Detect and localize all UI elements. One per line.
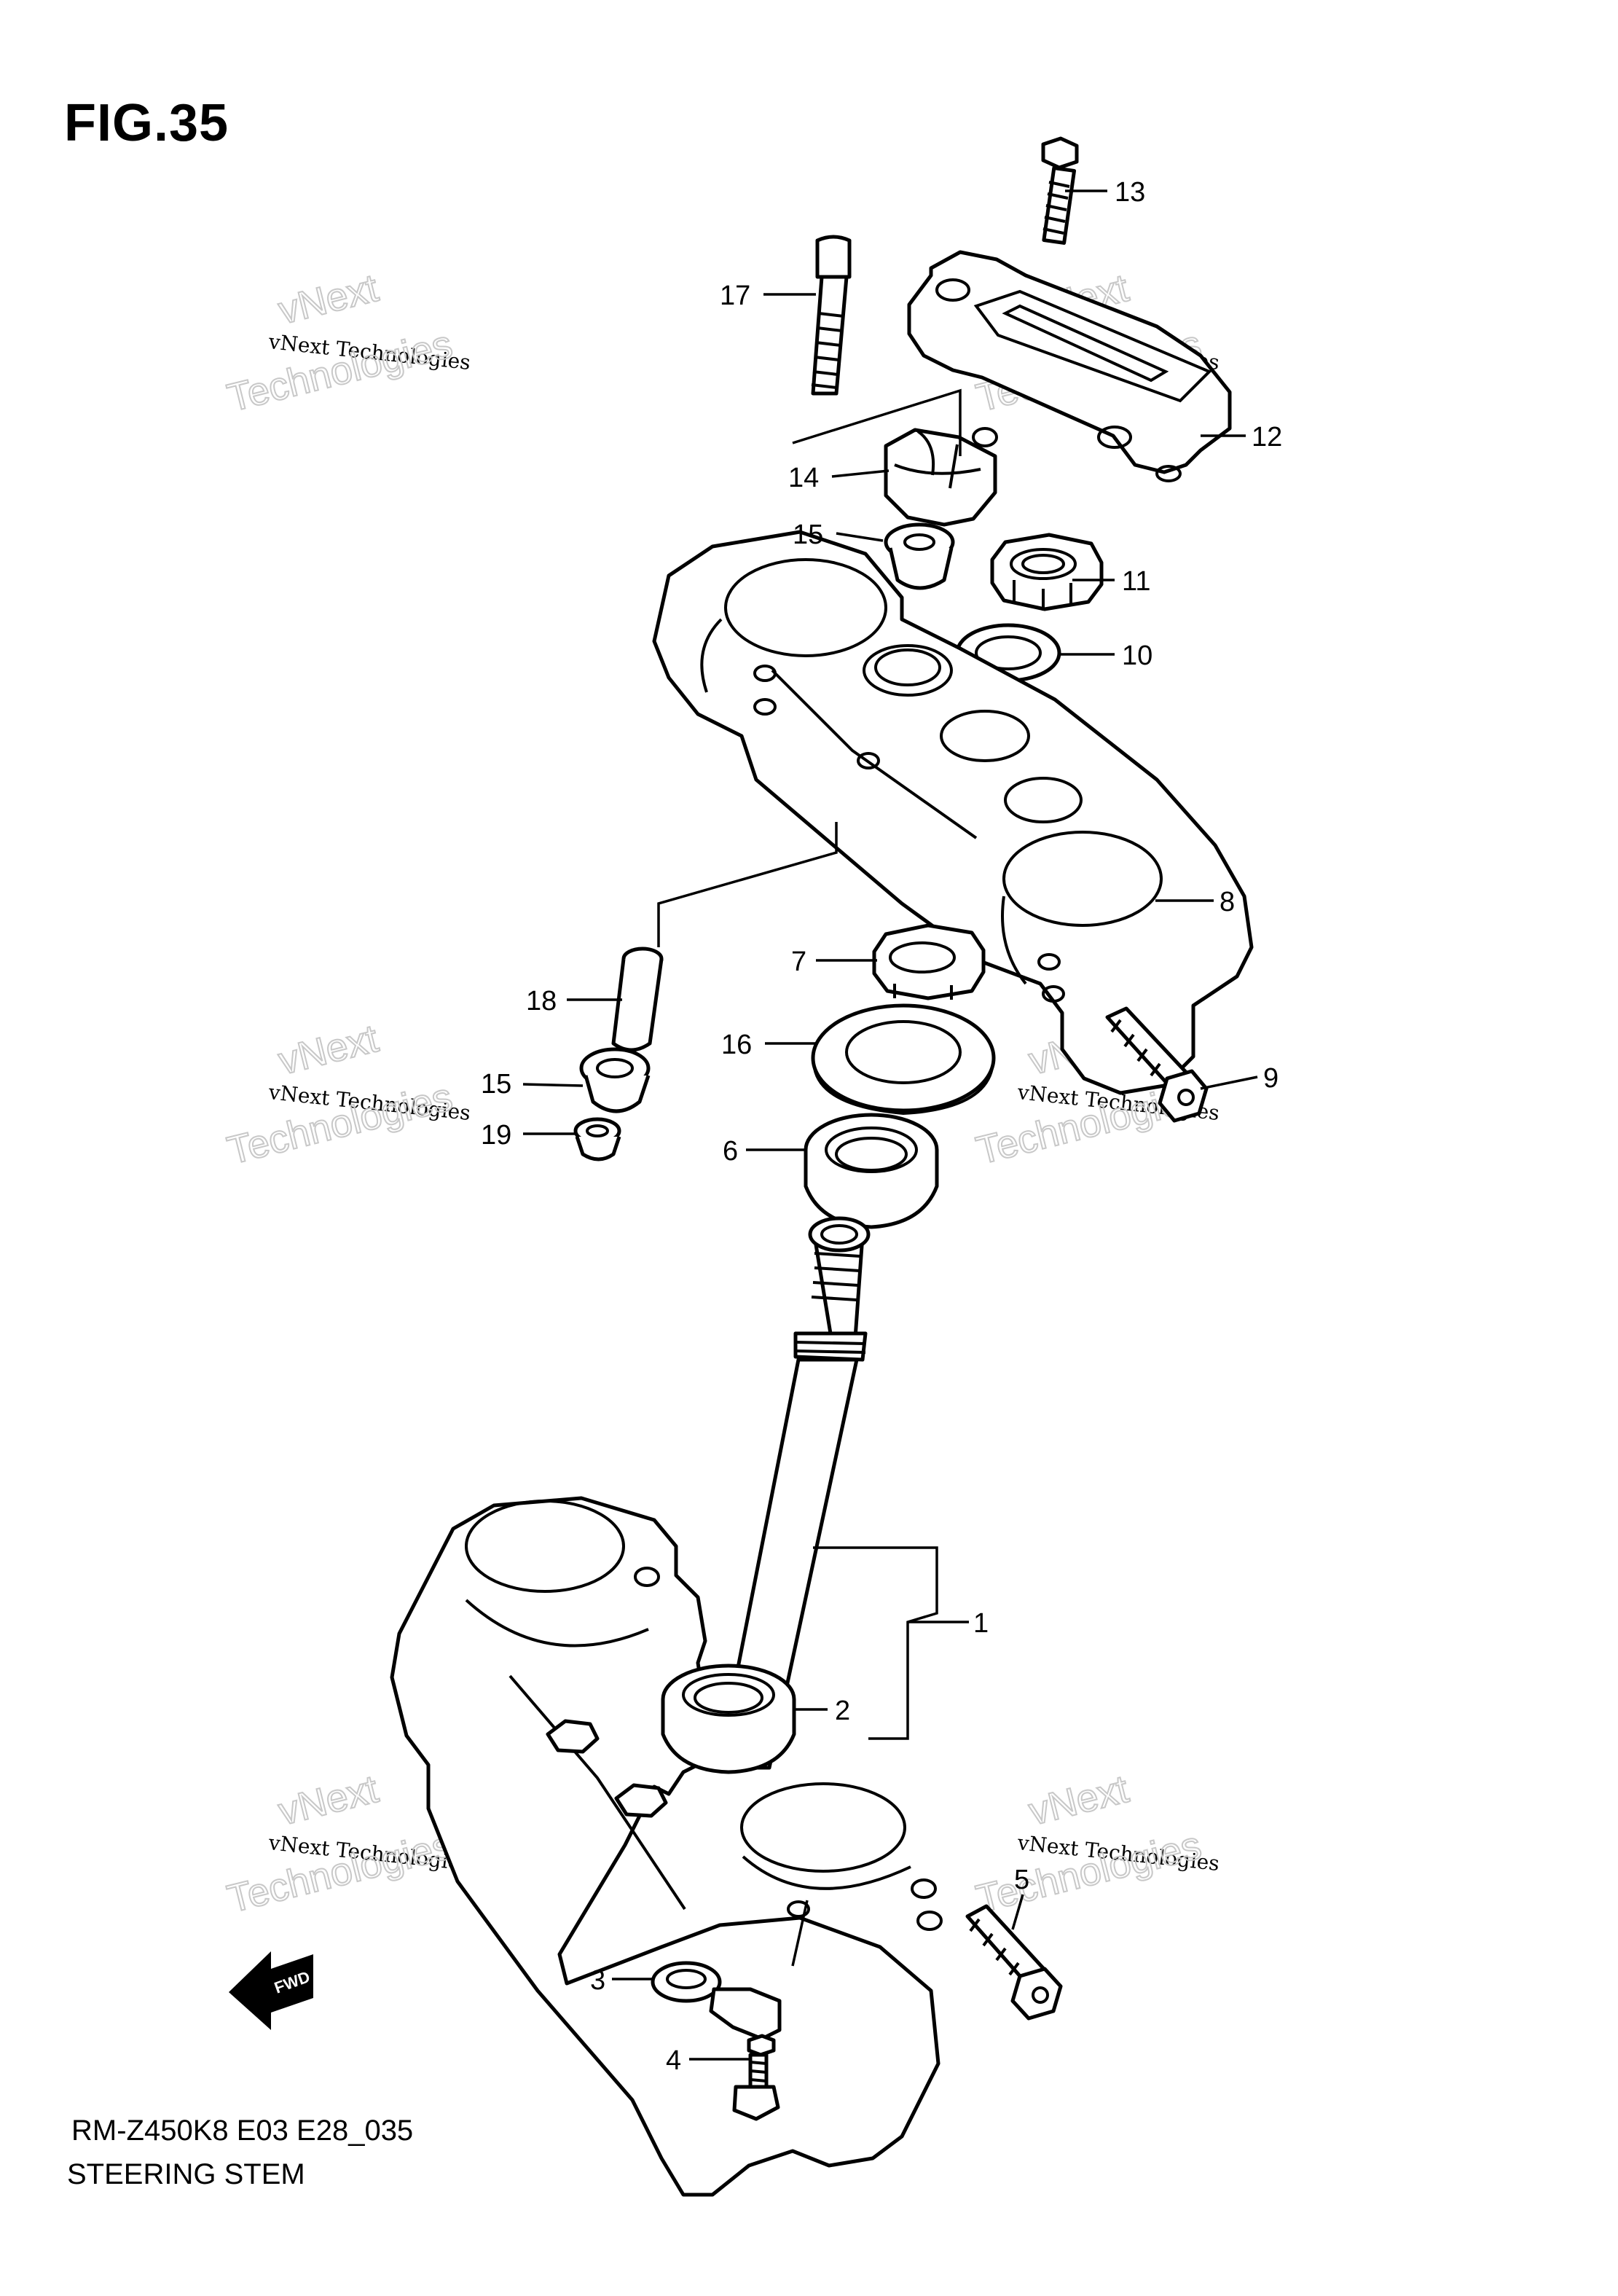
fwd-direction-badge: FWD: [229, 1951, 313, 2030]
watermark-mid-left: vNext vNext Technologies Technologies: [222, 1016, 471, 1174]
leader-lines: [522, 189, 1258, 2061]
callout-15-lower: 15: [481, 1069, 511, 1100]
callout-9: 9: [1263, 1063, 1279, 1094]
watermark-top-left: vNext vNext Technologies Technologies: [222, 265, 471, 421]
callout-19: 19: [481, 1120, 511, 1151]
part-17-assembly-line: [792, 388, 962, 456]
callout-12: 12: [1252, 422, 1282, 452]
callout-6: 6: [723, 1136, 738, 1167]
callout-14: 14: [788, 463, 819, 493]
part-19-collar-washer: [573, 1117, 621, 1161]
part-11-stem-nut: [990, 533, 1104, 611]
callout-15-upper: 15: [793, 520, 823, 550]
callout-16: 16: [721, 1030, 752, 1060]
callout-4: 4: [666, 2045, 681, 2076]
part-9-bolt: [1105, 1006, 1209, 1123]
callout-labels: 13 17 12 14 15 11 10 8 7 18 16 9 15 19 6…: [481, 177, 1282, 2076]
figure-name: STEERING STEM: [67, 2158, 305, 2190]
callout-8: 8: [1220, 887, 1235, 917]
figure-model-code: RM-Z450K8 E03 E28_035: [71, 2115, 414, 2147]
callout-5: 5: [1014, 1865, 1029, 1895]
part-2-bearing-lower: [661, 1664, 796, 1774]
part-15-cushion-lower: [579, 1047, 651, 1113]
part-6-bearing-upper: [804, 1113, 939, 1229]
part-18-assembly-line: [657, 822, 838, 947]
part-12-handlebar-holder-upper: [907, 250, 1232, 482]
part-14-handlebar-holder-lower: [884, 427, 998, 527]
callout-10: 10: [1122, 640, 1152, 671]
part-15-cushion-upper: [884, 522, 955, 590]
part-16-dust-seal: [811, 1003, 996, 1116]
part-1-steering-stem-lower-bracket: [390, 1216, 943, 2197]
watermark-vnext: vNext: [274, 1767, 382, 1834]
watermark-vnext: vNext: [274, 1016, 382, 1084]
figure-title: FIG.35: [64, 94, 229, 152]
part-13-bolt: [1041, 136, 1079, 245]
watermark-vnext: vNext: [1024, 1767, 1132, 1834]
watermark-vnext: vNext: [274, 266, 382, 333]
callout-1: 1: [973, 1608, 989, 1639]
callout-2: 2: [835, 1696, 850, 1726]
part-17-bolt: [811, 235, 852, 396]
part-5-bolt: [965, 1904, 1063, 2021]
callout-18: 18: [526, 986, 557, 1016]
part-3-cable-guide: [651, 1961, 782, 2041]
callout-7: 7: [791, 947, 806, 977]
callout-3: 3: [590, 1965, 605, 1996]
callout-11: 11: [1122, 566, 1150, 597]
part-7-lock-nut: [872, 923, 986, 1000]
watermark-bottom-right: vNext vNext Technologies Technologies: [971, 1766, 1220, 1922]
callout-13: 13: [1115, 177, 1145, 208]
callout-17: 17: [720, 281, 750, 311]
part-4-bolt: [732, 2034, 780, 2121]
part-8-upper-bracket: [652, 530, 1254, 1095]
